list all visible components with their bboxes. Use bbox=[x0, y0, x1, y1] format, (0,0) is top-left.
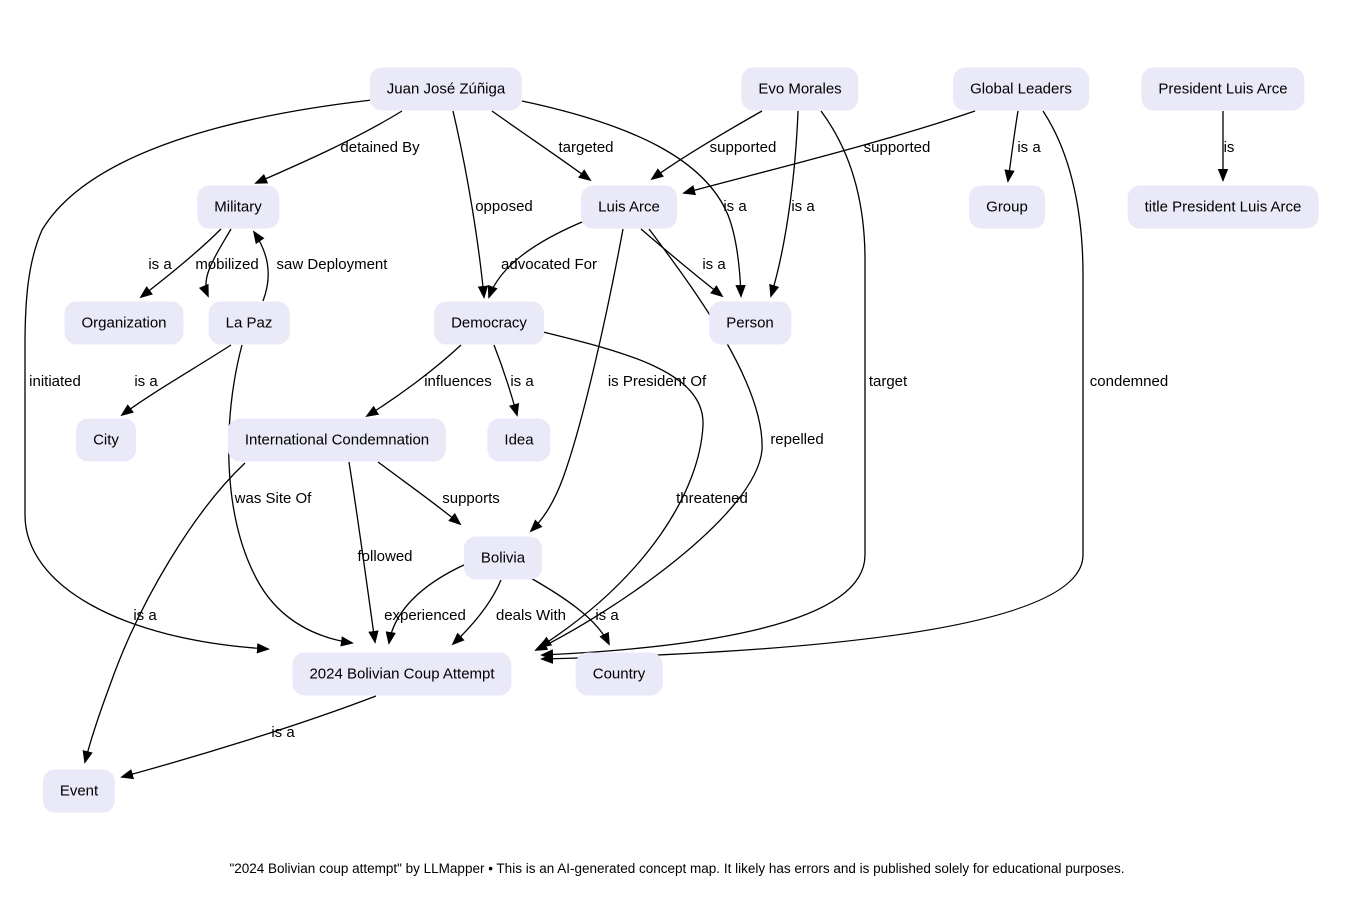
edge-label-luis-arce-coup: repelled bbox=[770, 431, 824, 448]
node-event: Event bbox=[42, 769, 116, 813]
edge-label-international-condemnation-coup: followed bbox=[357, 548, 413, 565]
edge-label-luis-arce-democracy: advocated For bbox=[501, 256, 597, 273]
edge-democracy-coup bbox=[538, 330, 704, 649]
edge-label-democracy-idea: is a bbox=[510, 373, 534, 390]
node-president-luis-arce: President Luis Arce bbox=[1141, 67, 1305, 111]
node-city: City bbox=[76, 418, 136, 462]
edge-bolivia-country bbox=[528, 576, 610, 646]
edge-juan-jose-zuniga-military bbox=[254, 110, 403, 184]
edge-bolivia-coup bbox=[385, 563, 467, 645]
edge-democracy-idea bbox=[493, 344, 520, 417]
edge-juan-jose-zuniga-person bbox=[521, 100, 746, 298]
edge-label-luis-arce-person: is a bbox=[702, 256, 726, 273]
edge-coup-event bbox=[120, 695, 377, 780]
edge-label-bolivia-country: is a bbox=[595, 607, 619, 624]
node-evo-morales: Evo Morales bbox=[741, 67, 859, 111]
edge-democracy-international-condemnation bbox=[365, 344, 462, 418]
node-group: Group bbox=[969, 185, 1045, 229]
edge-label-la-paz-coup: was Site Of bbox=[234, 490, 312, 507]
edge-label-global-leaders-group: is a bbox=[1017, 139, 1041, 156]
node-military: Military bbox=[197, 185, 279, 229]
edge-label-juan-jose-zuniga-coup: initiated bbox=[29, 373, 81, 390]
node-global-leaders: Global Leaders bbox=[953, 67, 1089, 111]
node-bolivia: Bolivia bbox=[463, 536, 543, 580]
edge-label-la-paz-city: is a bbox=[134, 373, 158, 390]
edge-label-juan-jose-zuniga-luis-arce: targeted bbox=[558, 139, 614, 156]
edge-label-global-leaders-luis-arce: supported bbox=[863, 139, 931, 156]
edge-juan-jose-zuniga-democracy bbox=[452, 110, 489, 299]
edge-luis-arce-bolivia bbox=[529, 228, 624, 533]
node-international-condemnation: International Condemnation bbox=[227, 418, 447, 462]
edge-label-president-luis-arce-title-president-luis-arce: is bbox=[1223, 139, 1235, 156]
edge-luis-arce-coup bbox=[534, 228, 763, 651]
node-la-paz: La Paz bbox=[208, 301, 290, 345]
edge-global-leaders-group bbox=[1004, 110, 1019, 183]
edge-evo-morales-luis-arce bbox=[650, 110, 763, 181]
edge-label-international-condemnation-event: is a bbox=[133, 607, 157, 624]
edge-juan-jose-zuniga-coup bbox=[24, 99, 373, 654]
edge-evo-morales-coup bbox=[540, 110, 866, 660]
edge-la-paz-city bbox=[120, 344, 232, 417]
node-title-president-luis-arce: title President Luis Arce bbox=[1127, 185, 1319, 229]
edge-label-military-organization: is a bbox=[148, 256, 172, 273]
footer-credit: "2024 Bolivian coup attempt" by LLMapper… bbox=[229, 861, 1125, 876]
edge-label-bolivia-coup: deals With bbox=[495, 607, 567, 624]
edge-label-global-leaders-coup: condemned bbox=[1089, 373, 1169, 390]
edge-label-juan-jose-zuniga-military: detained By bbox=[340, 139, 420, 156]
edge-label-la-paz-military: saw Deployment bbox=[276, 256, 388, 273]
edge-global-leaders-coup bbox=[540, 110, 1084, 664]
edge-label-bolivia-coup: experienced bbox=[384, 607, 466, 624]
edge-juan-jose-zuniga-luis-arce bbox=[491, 110, 592, 182]
edge-label-luis-arce-bolivia: is President Of bbox=[607, 373, 707, 390]
edge-military-organization bbox=[139, 228, 222, 299]
edge-international-condemnation-coup bbox=[348, 461, 379, 644]
node-organization: Organization bbox=[64, 301, 184, 345]
edge-evo-morales-person bbox=[769, 110, 799, 298]
edge-label-juan-jose-zuniga-person: is a bbox=[723, 198, 747, 215]
node-juan-jose-zuniga: Juan José Zúñiga bbox=[369, 67, 523, 111]
edge-label-democracy-international-condemnation: influences bbox=[424, 373, 492, 390]
edge-luis-arce-democracy bbox=[487, 221, 583, 299]
node-coup: 2024 Bolivian Coup Attempt bbox=[292, 652, 512, 696]
edge-military-la-paz bbox=[198, 228, 232, 298]
edge-label-coup-event: is a bbox=[271, 724, 295, 741]
edge-label-evo-morales-coup: target bbox=[868, 373, 908, 390]
edge-bolivia-coup bbox=[451, 579, 502, 646]
edge-label-evo-morales-luis-arce: supported bbox=[709, 139, 777, 156]
edge-international-condemnation-event bbox=[82, 462, 246, 764]
edge-la-paz-military bbox=[252, 230, 269, 302]
edge-label-democracy-coup: threatened bbox=[676, 490, 748, 507]
node-country: Country bbox=[575, 652, 663, 696]
node-luis-arce: Luis Arce bbox=[581, 185, 677, 229]
edge-global-leaders-luis-arce bbox=[682, 110, 976, 196]
edge-international-condemnation-bolivia bbox=[377, 461, 462, 526]
node-democracy: Democracy bbox=[434, 301, 544, 345]
node-person: Person bbox=[709, 301, 791, 345]
node-idea: Idea bbox=[487, 418, 551, 462]
edge-label-international-condemnation-bolivia: supports bbox=[442, 490, 500, 507]
edge-la-paz-coup bbox=[228, 344, 354, 647]
edge-label-evo-morales-person: is a bbox=[791, 198, 815, 215]
edge-label-military-la-paz: mobilized bbox=[195, 256, 259, 273]
edge-label-juan-jose-zuniga-democracy: opposed bbox=[475, 198, 533, 215]
edge-luis-arce-person bbox=[640, 228, 724, 298]
